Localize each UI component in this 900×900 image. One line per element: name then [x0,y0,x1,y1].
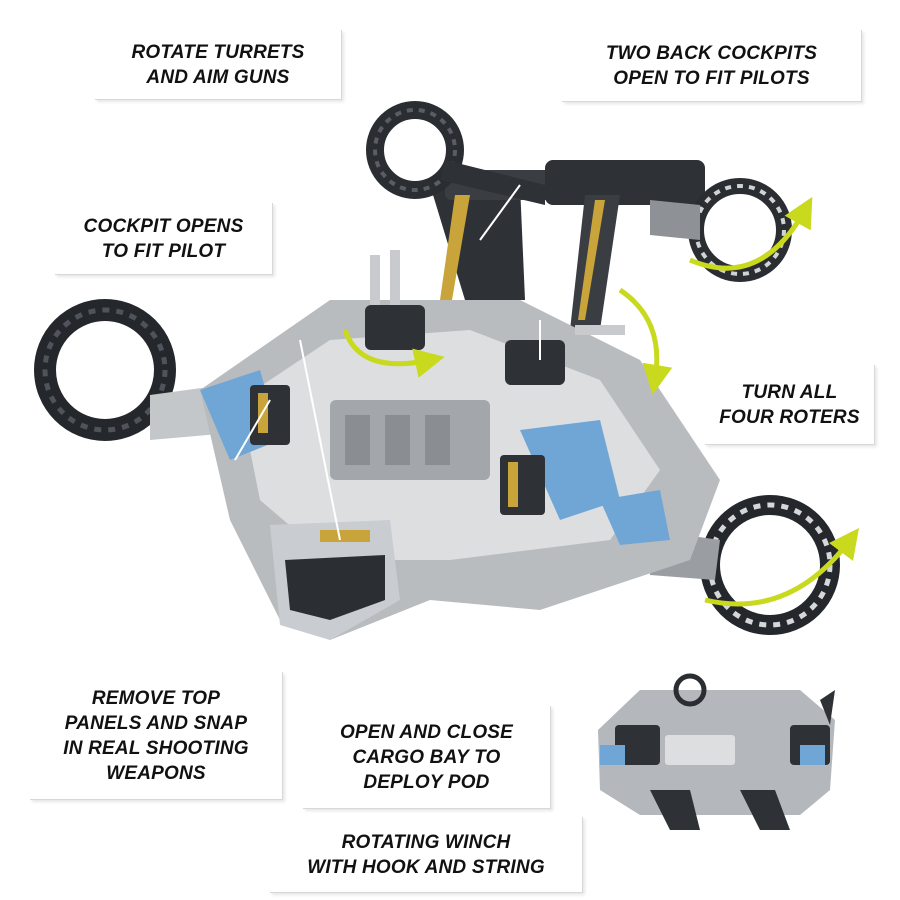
callout-pointer-lines [234,184,541,541]
callout-text: OPEN AND CLOSE CARGO BAY TO DEPLOY POD [339,721,514,793]
front-cockpit-nose [270,520,400,640]
callout-text: TWO BACK COCKPITS OPEN TO FIT PILOTS [605,42,818,89]
rotation-arrow-icon [342,196,860,607]
callout-text: TURN ALL FOUR ROTERS [719,381,860,428]
callout-cargo-bay: OPEN AND CLOSE CARGO BAY TO DEPLOY POD [303,706,551,809]
callout-winch: ROTATING WINCH WITH HOOK AND STRING [270,817,583,893]
rotor-top-right [650,178,792,282]
callout-back-cockpits: TWO BACK COCKPITS OPEN TO FIT PILOTS [562,30,862,102]
callout-text: COCKPIT OPENS TO FIT PILOT [83,215,244,262]
rotor-top-left [366,101,545,205]
callout-text: REMOVE TOP PANELS AND SNAP IN REAL SHOOT… [63,687,249,784]
callout-rotate-turrets: ROTATE TURRETS AND AIM GUNS [95,30,342,100]
toy-ship-rear-view [598,673,835,830]
callout-remove-panels: REMOVE TOP PANELS AND SNAP IN REAL SHOOT… [30,672,283,800]
callout-text: ROTATE TURRETS AND AIM GUNS [131,41,305,88]
callout-cockpit-opens: COCKPIT OPENS TO FIT PILOT [55,203,273,275]
callout-turn-rotors: TURN ALL FOUR ROTERS [705,365,875,445]
back-rotor-arm-right [545,160,705,330]
callout-text: ROTATING WINCH WITH HOOK AND STRING [307,831,545,878]
